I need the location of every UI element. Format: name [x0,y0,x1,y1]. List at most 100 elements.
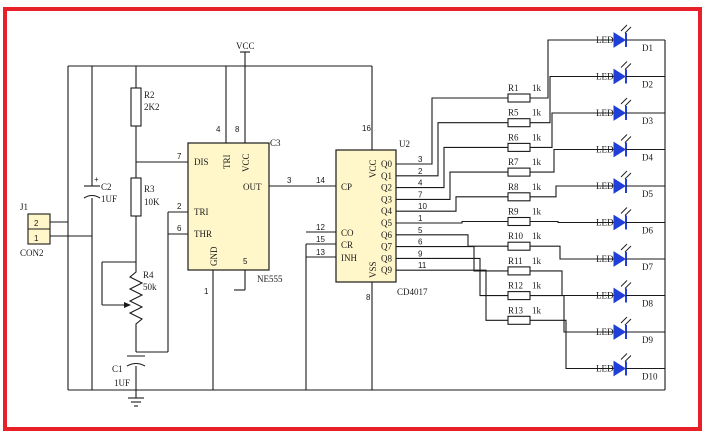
resistor-body-r7 [507,167,531,177]
capacitor-c2: + C2 1UF [83,175,117,204]
resistor-body-r5 [507,118,531,128]
u2-part: CD4017 [397,287,428,297]
r4-ref: R4 [143,270,154,280]
led-icon-d5 [613,178,626,194]
led-ray-a-3 [620,134,628,141]
u2-output-pin-7: 7 [418,190,423,199]
u2-pin-8-num: 8 [366,293,371,302]
resistor-r2: R2 2K2 [130,87,160,127]
led-ray-a-0 [620,24,628,32]
resistor-ref-r1: R1 [508,83,519,93]
led-label-9: LED [596,364,614,374]
resistor-ref-r13: R13 [508,305,524,315]
led-label-2: LED [596,108,614,118]
led-icon-d1 [613,32,626,48]
ic-cd4017: 14 CP 12 CO 15 CR 13 INH 16 VCC VSS 8 U2… [316,124,428,302]
u2-pin-cp: CP [341,182,352,192]
led-ref-d8: D8 [642,299,653,309]
u2-pin-15-num: 15 [316,235,325,244]
u2-output-q3: Q3 [381,194,392,204]
capacitor-c1: C1 1UF [112,355,146,407]
channel-wire-out-4 [530,185,614,198]
led-ref-d3: D3 [642,116,653,126]
led-ray-a-5 [620,207,628,214]
led-ray-b-3 [624,136,632,143]
u1-pin-tri: TRI [194,207,209,217]
u1-pin-2-num: 2 [177,202,182,211]
channel-wire-out-3 [530,148,614,173]
channel-wire-in-4 [396,196,508,212]
r2-value: 2K2 [144,102,160,112]
u2-output-pin-10: 10 [418,202,427,211]
led-ref-d6: D6 [642,226,653,236]
u1-pin-5-num: 5 [243,257,248,266]
channel-wire-in-1 [396,122,508,177]
resistor-ref-r7: R7 [508,157,519,167]
led-icon-d7 [613,251,626,267]
led-ray-b-6 [624,245,632,253]
c2-ref: C2 [101,182,112,192]
u2-output-pin-4: 4 [418,179,423,188]
channel-wire-in-2 [396,146,508,189]
resistor-body-r13 [507,315,531,325]
u2-pin-cr: CR [341,240,353,250]
led-ray-a-7 [620,280,628,287]
led-ray-a-8 [620,316,628,324]
led-ray-b-9 [624,355,632,362]
u2-pin-12-num: 12 [316,223,325,232]
u2-output-pin-3: 3 [418,155,423,164]
channel-wire-in-6 [396,234,508,247]
u1-pin-1-num: 1 [204,287,209,296]
u1-pin-thr: THR [194,229,212,239]
u2-pin-inh: INH [341,253,357,263]
led-label-6: LED [596,254,614,264]
led-label-8: LED [596,327,614,337]
resistor-ref-r6: R6 [508,132,519,142]
u2-output-pin-11: 11 [418,261,427,270]
resistor-body-r9 [507,216,531,227]
u1-pin-out: OUT [243,182,262,192]
u2-pin-14-num: 14 [316,176,325,185]
led-label-5: LED [596,218,614,228]
u2-output-q8: Q8 [381,253,392,263]
channel-wire-in-8 [396,257,508,297]
u2-pin-vcc: VCC [368,159,378,178]
u2-pin-13-num: 13 [316,248,325,257]
led-ray-b-5 [624,209,632,216]
u2-output-q9: Q9 [381,265,392,275]
resistor-r3: R3 10K [130,177,160,217]
u2-output-pin-1: 1 [418,214,423,223]
led-icon-d2 [613,68,626,85]
led-label-4: LED [596,181,614,191]
vcc-symbol: VCC [236,41,255,53]
resistor-value-r13: 1k [532,305,542,315]
led-ray-a-2 [620,97,628,105]
resistor-body-r12 [507,291,531,301]
u1-pin-7-num: 7 [177,152,182,161]
resistor-body-r1 [507,93,531,103]
u2-output-pin-2: 2 [418,167,423,176]
led-ray-b-2 [624,99,632,107]
led-ray-b-0 [624,26,632,34]
r2-ref: R2 [144,90,155,100]
led-icon-d10 [613,360,626,377]
u1-pin-6-num: 6 [177,224,182,233]
j1-part: CON2 [20,248,44,258]
led-ray-b-8 [624,318,632,326]
u2-pin-vss: VSS [368,261,378,278]
resistor-ref-r9: R9 [508,207,519,217]
resistor-body-r6 [507,142,531,152]
u2-output-q1: Q1 [381,171,392,181]
c1-ref: C1 [112,364,123,374]
resistor-value-r10: 1k [532,231,542,241]
ic-ne555: 7 DIS 2 TRI 6 THR 4 TRI 8 VCC OUT 3 GND … [177,125,292,296]
led-ray-b-7 [624,282,632,289]
led-ray-a-1 [620,61,628,68]
led-label-7: LED [596,291,614,301]
led-ref-d4: D4 [642,153,653,163]
resistor-body-r8 [507,192,531,202]
channel-wire-out-1 [530,75,614,124]
